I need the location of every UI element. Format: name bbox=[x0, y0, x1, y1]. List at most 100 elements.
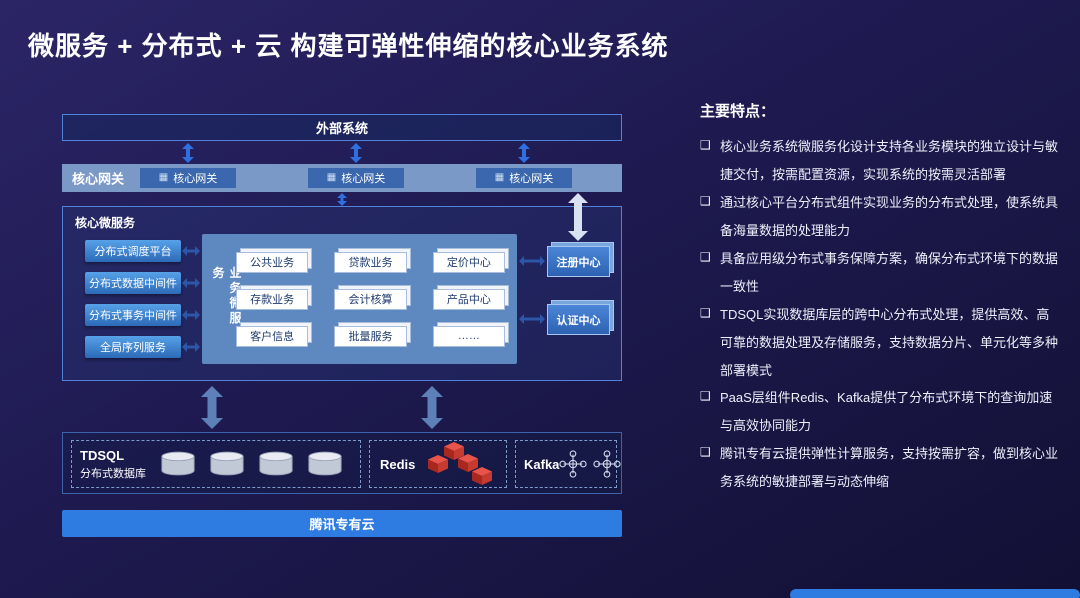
data-layer-row: TDSQL 分布式数据库 Redis bbox=[62, 432, 622, 494]
business-microservices-panel: 业务微服务 公共业务 贷款业务 定价中心 存款业务 会计核算 产品中心 客户信息… bbox=[202, 234, 517, 364]
feature-item: ❑ 具备应用级分布式事务保障方案，确保分布式环境下的数据一致性 bbox=[700, 245, 1058, 301]
middleware-link-arrow bbox=[182, 310, 200, 320]
service-label: 批量服务 bbox=[334, 325, 407, 347]
kafka-section: Kafka bbox=[515, 440, 622, 488]
external-gateway-arrow bbox=[350, 143, 362, 163]
registry-center-box: 注册中心 bbox=[547, 242, 614, 277]
gateway-node: ▦ 核心网关 bbox=[476, 168, 572, 188]
database-cylinder-icon bbox=[161, 451, 195, 476]
middleware-label: 分布式调度平台 bbox=[94, 246, 172, 258]
feature-text: TDSQL实现数据库层的跨中心分布式处理，提供高效、高可靠的数据处理及存储服务，… bbox=[720, 306, 1059, 378]
external-gateway-arrow bbox=[518, 143, 530, 163]
feature-item: ❑ 通过核心平台分布式组件实现业务的分布式处理，使系统具备海量数据的处理能力 bbox=[700, 189, 1058, 245]
gateway-node: ▦ 核心网关 bbox=[308, 168, 404, 188]
gateway-node-label: 核心网关 bbox=[509, 173, 554, 185]
service-label: 产品中心 bbox=[432, 288, 505, 310]
service-label: 会计核算 bbox=[334, 288, 407, 310]
checkbox-bullet-icon: ❑ bbox=[700, 193, 711, 208]
registry-link-arrow bbox=[519, 314, 545, 324]
feature-text: 核心业务系统微服务化设计支持各业务模块的独立设计与敏捷交付，按需配置资源，实现系… bbox=[720, 139, 1059, 182]
service-box: 客户信息 bbox=[236, 321, 313, 347]
tdsql-label: TDSQL 分布式数据库 bbox=[80, 448, 146, 481]
external-system-label: 外部系统 bbox=[315, 121, 368, 136]
gateway-bar: 核心网关 ▦ 核心网关 ▦ 核心网关 ▦ 核心网关 bbox=[62, 164, 622, 192]
database-cylinder-icon bbox=[210, 451, 244, 476]
redis-section: Redis bbox=[369, 440, 507, 488]
service-grid: 公共业务 贷款业务 定价中心 存款业务 会计核算 产品中心 客户信息 批量服务 … bbox=[236, 234, 510, 364]
features-panel: 主要特点： ❑ 核心业务系统微服务化设计支持各业务模块的独立设计与敏捷交付，按需… bbox=[700, 100, 1058, 496]
database-cylinder-icon bbox=[259, 451, 293, 476]
tencent-cloud-label: 腾讯专有云 bbox=[309, 517, 375, 532]
service-box: 定价中心 bbox=[432, 247, 510, 273]
database-cylinder-icon bbox=[308, 451, 342, 476]
service-box: 批量服务 bbox=[334, 321, 412, 347]
features-heading: 主要特点： bbox=[700, 103, 776, 120]
tencent-cloud-bar: 腾讯专有云 bbox=[62, 510, 622, 537]
service-box: 公共业务 bbox=[236, 247, 313, 273]
middleware-box: 分布式数据中间件 bbox=[85, 272, 181, 294]
feature-text: 具备应用级分布式事务保障方案，确保分布式环境下的数据一致性 bbox=[720, 250, 1059, 294]
tdsql-desc: 分布式数据库 bbox=[80, 467, 146, 480]
kafka-icons bbox=[559, 450, 622, 478]
external-gateway-arrow bbox=[182, 143, 194, 163]
feature-text: 通过核心平台分布式组件实现业务的分布式处理，使系统具备海量数据的处理能力 bbox=[720, 194, 1059, 238]
kafka-name: Kafka bbox=[524, 456, 560, 472]
kafka-cluster-icon bbox=[559, 450, 588, 478]
gateway-core-arrow bbox=[337, 193, 347, 206]
checkbox-bullet-icon: ❑ bbox=[700, 249, 711, 264]
feature-item: ❑ 腾讯专有云提供弹性计算服务，支持按需扩容，做到核心业务系统的敏捷部署与动态伸… bbox=[700, 440, 1058, 496]
service-box: …… bbox=[432, 321, 510, 347]
middleware-link-arrow bbox=[182, 342, 200, 352]
grid-icon: ▦ bbox=[326, 172, 337, 183]
service-label: 存款业务 bbox=[236, 288, 309, 310]
service-label: 定价中心 bbox=[432, 251, 505, 273]
registry-link-arrow bbox=[519, 256, 545, 266]
checkbox-bullet-icon: ❑ bbox=[700, 445, 711, 460]
middleware-label: 全局序列服务 bbox=[100, 342, 166, 354]
feature-item: ❑ TDSQL实现数据库层的跨中心分布式处理，提供高效、高可靠的数据处理及存储服… bbox=[700, 301, 1058, 385]
feature-text: PaaS层组件Redis、Kafka提供了分布式环境下的查询加速与高效协同能力 bbox=[720, 390, 1053, 434]
auth-center-label: 认证中心 bbox=[547, 304, 610, 335]
business-microservices-label: 业务微服务 bbox=[211, 266, 242, 327]
gateway-node-label: 核心网关 bbox=[341, 173, 386, 185]
grid-icon: ▦ bbox=[494, 172, 505, 183]
middleware-link-arrow bbox=[182, 246, 200, 256]
service-label: 客户信息 bbox=[236, 325, 309, 347]
grid-icon: ▦ bbox=[158, 172, 169, 183]
middleware-box: 分布式事务中间件 bbox=[85, 304, 181, 326]
service-box: 存款业务 bbox=[236, 284, 313, 310]
service-label: 贷款业务 bbox=[334, 251, 407, 273]
core-microservices-box: 核心微服务 分布式调度平台 分布式数据中间件 分布式事务中间件 全局序列服务 业… bbox=[62, 206, 622, 381]
external-system-box: 外部系统 bbox=[62, 114, 622, 141]
checkbox-bullet-icon: ❑ bbox=[700, 138, 711, 152]
middleware-label: 分布式事务中间件 bbox=[89, 310, 177, 322]
checkbox-bullet-icon: ❑ bbox=[700, 305, 711, 320]
middleware-label: 分布式数据中间件 bbox=[89, 278, 177, 290]
footer-accent-bar bbox=[790, 589, 1080, 598]
middleware-box: 全局序列服务 bbox=[85, 336, 181, 358]
feature-item: ❑ 核心业务系统微服务化设计支持各业务模块的独立设计与敏捷交付，按需配置资源，实… bbox=[700, 133, 1058, 189]
service-label: 公共业务 bbox=[236, 251, 309, 273]
auth-center-box: 认证中心 bbox=[547, 300, 614, 335]
core-data-arrow bbox=[201, 386, 223, 429]
page-title: 微服务 + 分布式 + 云 构建可弹性伸缩的核心业务系统 bbox=[28, 31, 669, 61]
registry-center-label: 注册中心 bbox=[547, 246, 610, 277]
service-box: 产品中心 bbox=[432, 284, 510, 310]
service-box: 会计核算 bbox=[334, 284, 412, 310]
tdsql-section: TDSQL 分布式数据库 bbox=[71, 440, 361, 488]
gateway-node-label: 核心网关 bbox=[173, 173, 218, 185]
feature-item: ❑ PaaS层组件Redis、Kafka提供了分布式环境下的查询加速与高效协同能… bbox=[700, 384, 1058, 440]
middleware-box: 分布式调度平台 bbox=[85, 240, 181, 262]
kafka-cluster-icon bbox=[593, 450, 622, 478]
middleware-link-arrow bbox=[182, 278, 200, 288]
database-cylinders bbox=[160, 451, 343, 477]
gateway-registry-arrow bbox=[568, 193, 588, 241]
redis-name: Redis bbox=[380, 456, 416, 472]
core-microservices-label: 核心微服务 bbox=[75, 216, 136, 230]
service-box: 贷款业务 bbox=[334, 247, 412, 273]
feature-text: 腾讯专有云提供弹性计算服务，支持按需扩容，做到核心业务系统的敏捷部署与动态伸缩 bbox=[720, 446, 1059, 490]
core-data-arrow bbox=[421, 386, 443, 429]
checkbox-bullet-icon: ❑ bbox=[700, 389, 711, 404]
service-label: …… bbox=[432, 325, 505, 347]
